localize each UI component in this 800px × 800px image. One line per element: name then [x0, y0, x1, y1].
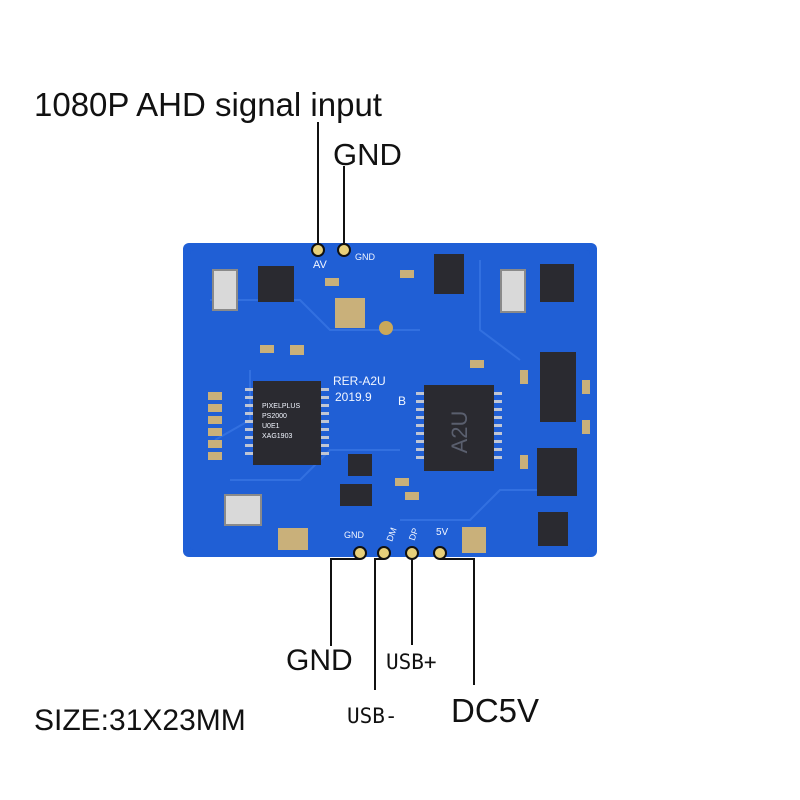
pin-dm	[377, 546, 391, 560]
pin-av	[311, 243, 325, 257]
a2u-chip	[424, 385, 494, 471]
pixelplus-line-3: U0E1	[262, 423, 280, 430]
silk-pin-gnd: GND	[344, 530, 365, 540]
label-gnd-bottom: GND	[286, 644, 353, 677]
right-ic-2	[537, 448, 577, 496]
a2u-chip-text: A2U	[447, 411, 472, 454]
label-size: SIZE:31X23MM	[34, 704, 246, 737]
pixelplus-line-2: PS2000	[262, 413, 287, 420]
label-dc5v: DC5V	[451, 692, 540, 729]
silk-av: AV	[313, 259, 328, 271]
label-ahd-signal-input: 1080P AHD signal input	[34, 86, 382, 123]
silk-date: 2019.9	[335, 390, 372, 404]
label-usb-plus: USB+	[386, 650, 437, 674]
pin-5v	[433, 546, 447, 560]
pin-dp	[405, 546, 419, 560]
silk-gnd-top: GND	[355, 252, 376, 262]
leader-lines	[317, 122, 475, 690]
right-ic-1	[540, 352, 576, 422]
pixelplus-chip	[253, 381, 321, 465]
label-usb-minus: USB-	[347, 704, 398, 728]
pin-gnd-bottom	[353, 546, 367, 560]
pin-gnd-top	[337, 243, 351, 257]
silk-pin-5v: 5V	[436, 527, 449, 538]
silk-pin-dp: DP	[407, 527, 421, 542]
right-ic-3	[538, 512, 568, 546]
silk-rev: B	[398, 394, 406, 408]
label-gnd-top: GND	[333, 137, 402, 172]
pixelplus-line-1: PIXELPLUS	[262, 403, 300, 410]
silk-pin-dm: DM	[385, 526, 399, 543]
silk-model: RER-A2U	[333, 374, 386, 388]
pixelplus-line-4: XAG1903	[262, 433, 292, 440]
